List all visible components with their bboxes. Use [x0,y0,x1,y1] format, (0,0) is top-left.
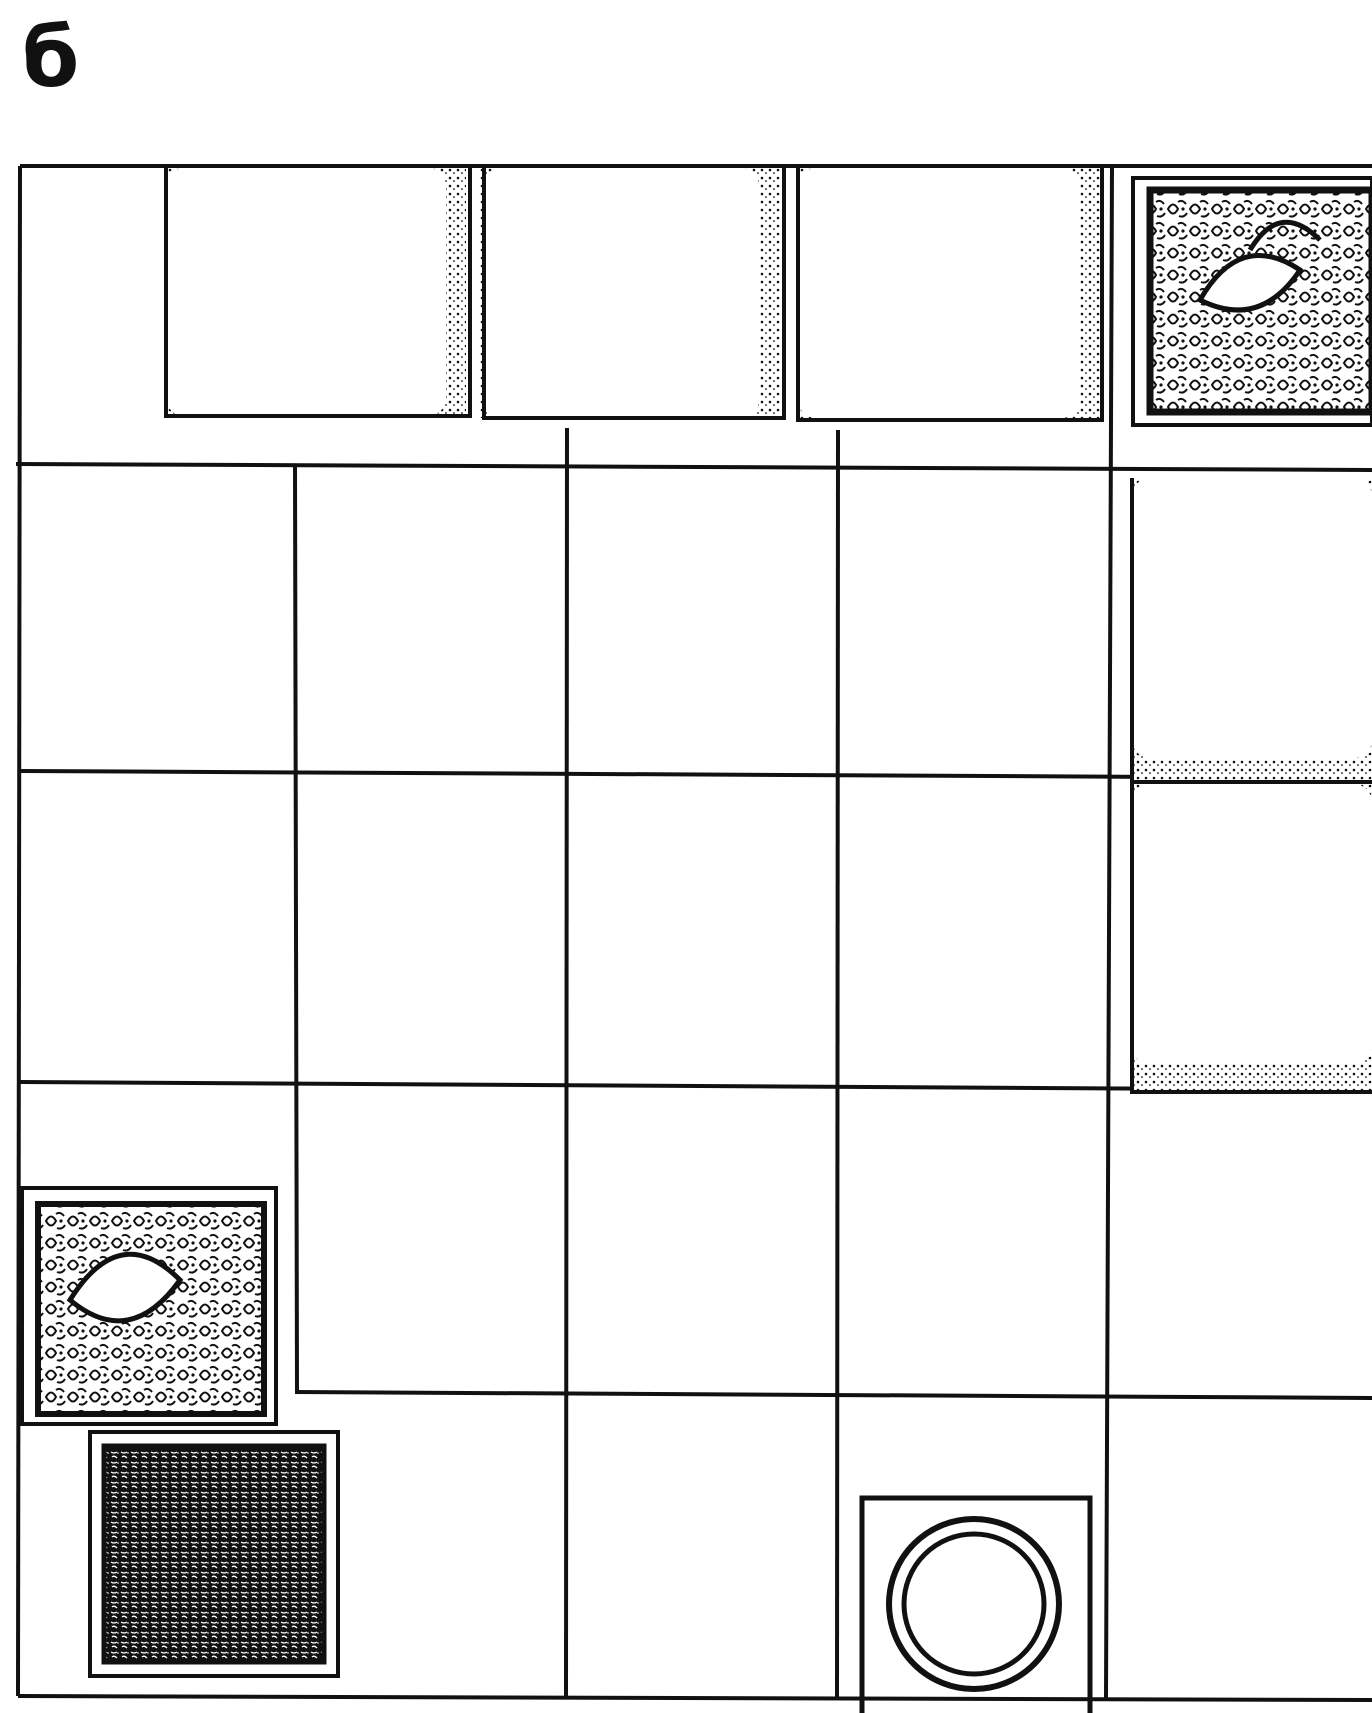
planter-box-icon [1130,784,1372,1092]
round-pot-icon [862,1498,1090,1713]
planter-box-icon [166,168,470,416]
shrub-box-icon [90,1432,338,1676]
planter-box-icon [480,168,784,418]
plant-box-icon [1133,178,1372,425]
planter-box-icon [796,168,1102,420]
plant-box-icon [22,1188,276,1424]
planter-box-icon [1130,478,1372,782]
